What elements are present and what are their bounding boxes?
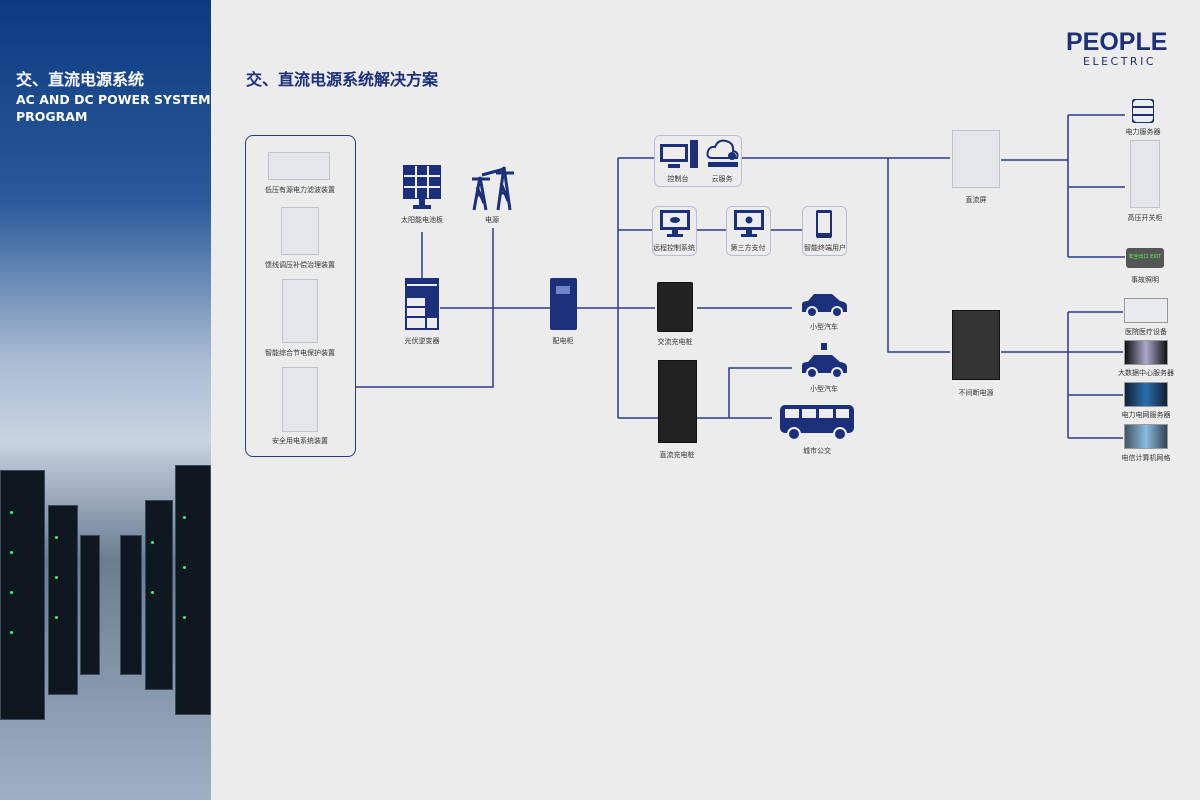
device-label: 馈线调压补偿治理装置 [265,261,335,269]
ups-label: 不间断电源 [958,389,994,397]
device-label: 低压有源电力滤波装置 [265,186,335,194]
dc-screen-image [952,130,1000,188]
medical-equipment-image [1124,298,1168,323]
remote-label: 远程控制系统 [653,244,695,252]
computer-icon [660,140,698,168]
sidebar-title-en: AC AND DC POWER SYSTEM PROGRAM [16,92,211,124]
grid-label: 电源 [485,216,499,224]
load-label: 电力电网服务器 [1121,411,1171,419]
power-tower-icon [472,166,514,211]
ac-charger-image [657,282,693,332]
server-rack-image [145,500,173,690]
pv-inverter-icon [405,278,439,330]
grid-server-image [1124,382,1168,407]
ac-charger-label: 交流充电桩 [657,338,693,346]
sidebar [0,0,211,800]
energy-saving-device-image [282,279,318,343]
dc-screen-label: 直流屏 [965,196,987,204]
feeder-compensation-device-image [281,207,319,255]
monitor-payment-icon [734,210,764,237]
server-rack-image [48,505,78,695]
solar-label: 太阳能电池板 [401,216,443,224]
server-icon [1132,99,1154,123]
sidebar-title-cn: 交、直流电源系统 [16,70,145,89]
server-rack-image [0,470,45,720]
load-label: 医院医疗设备 [1125,328,1167,336]
page-title: 交、直流电源系统解决方案 [246,70,439,89]
ups-image [952,310,1000,380]
inverter-label: 光伏逆变器 [404,337,440,345]
car-label: 小型汽车 [810,323,838,331]
server-rack-image [175,465,211,715]
smartphone-icon [816,210,832,238]
monitor-eye-icon [660,210,690,237]
datacenter-image [1124,340,1168,365]
exit-sign-image: 安全出口 EXIT [1126,248,1164,268]
active-filter-device-image [268,152,330,180]
telecom-network-image [1124,424,1168,449]
dc-charger-image [658,360,697,443]
server-rack-image [80,535,100,675]
power-quality-devices-group [245,135,356,457]
terminal-label: 智能终端用户 [804,244,846,252]
load-label: 大数据中心服务器 [1118,369,1174,377]
cloud-label[interactable]: 云服务 [711,175,733,183]
payment-label: 第三方支付 [730,244,766,252]
logo: PEOPLE [1066,28,1168,56]
distribution-label: 配电柜 [552,337,574,345]
load-label: 事故照明 [1131,276,1159,284]
car-label: 小型汽车 [810,385,838,393]
device-label: 智能综合节电保护装置 [265,349,335,357]
load-label: 电力服务器 [1125,128,1161,136]
console-label[interactable]: 控制台 [667,175,689,183]
device-label: 安全用电系统装置 [272,437,328,445]
distribution-cabinet-icon [550,278,577,330]
bus-label: 城市公交 [803,447,831,455]
safety-power-device-image [282,367,318,432]
load-label: 电信计算机网格 [1121,454,1171,462]
logo-sub: ELECTRIC [1083,55,1156,68]
car-icon [802,294,847,318]
dc-charger-label: 直流充电桩 [659,451,695,459]
electric-car-icon [802,343,847,379]
hv-switchgear-image [1130,140,1160,208]
bus-icon [780,405,854,441]
load-label: 高压开关柜 [1127,214,1163,222]
cloud-service-icon [706,139,739,167]
server-rack-image [120,535,142,675]
solar-panel-icon [403,165,441,209]
